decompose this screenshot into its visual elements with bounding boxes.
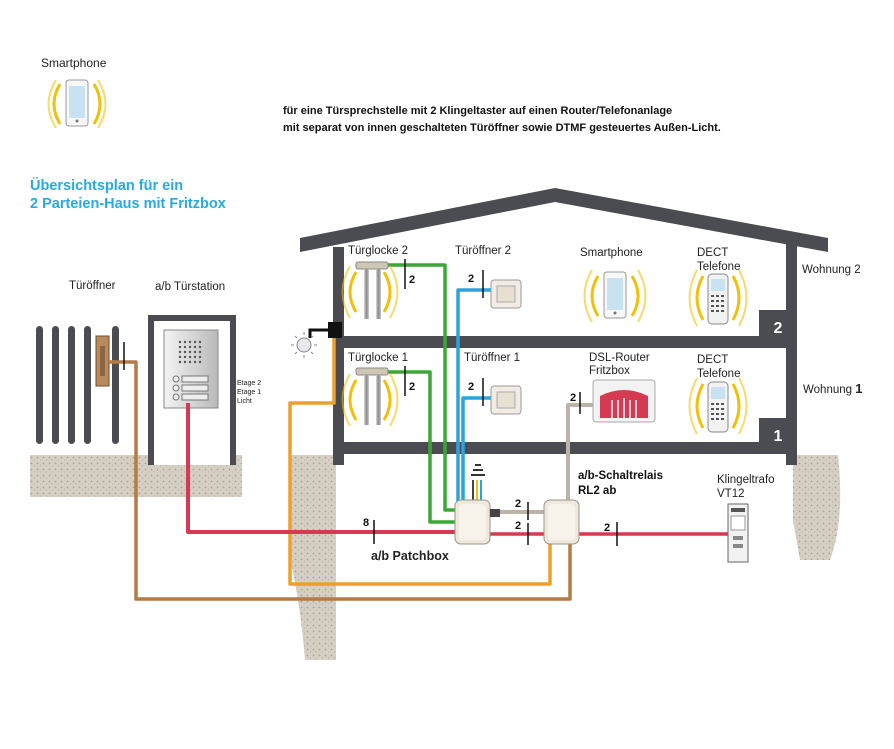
apartment-2-label: Wohnung 2 — [802, 264, 861, 276]
overview-title-line-1: Übersichtsplan für ein — [30, 177, 183, 194]
wiring — [109, 263, 728, 601]
wire-count-opener-2: 2 — [468, 273, 474, 285]
ground-house-left — [290, 455, 336, 660]
house — [300, 188, 828, 465]
wire-count-relay-bottom: 2 — [515, 520, 521, 532]
wire-count-main: 8 — [363, 517, 369, 529]
description-line-2: mit separat von innen geschalteten Türöf… — [283, 122, 721, 134]
router-label-line-1: DSL-Router — [589, 352, 650, 364]
wire-chime-1 — [388, 370, 458, 524]
header-smartphone-label: Smartphone — [41, 56, 107, 70]
door-station-label: a/b Türstation — [155, 281, 225, 293]
smartphone-floor-2-label: Smartphone — [580, 247, 643, 259]
description-line-1: für eine Türsprechstelle mit 2 Klingelta… — [283, 105, 672, 117]
transformer-label-line-1: Klingeltrafo — [717, 474, 775, 486]
header-smartphone-icon — [47, 79, 107, 129]
wire-door-opener — [109, 360, 572, 601]
transformer-icon — [727, 503, 749, 563]
wire-count-ticks — [123, 259, 618, 546]
wire-count-router: 2 — [570, 392, 576, 404]
dect-phone-1-icon — [688, 377, 748, 435]
chime-1-label: Türglocke 1 — [348, 352, 408, 364]
floor-1-number: 1 — [774, 428, 783, 445]
wire-count-chime-1: 2 — [409, 381, 415, 393]
bell-label-floor-2: Etage 2 — [237, 380, 261, 387]
chime-2-label: Türglocke 2 — [348, 245, 408, 257]
wire-door-station — [186, 403, 455, 534]
opener-switch-1-icon — [490, 385, 522, 415]
outside-light-icon — [291, 322, 342, 358]
wire-count-opener-1: 2 — [468, 381, 474, 393]
dect-phone-2-icon — [688, 269, 748, 327]
door-opener-icon — [95, 335, 110, 387]
opener-1-label: Türöffner 1 — [464, 352, 520, 364]
relay-label-line-1: a/b-Schaltrelais — [578, 470, 663, 482]
relay-icon — [543, 499, 580, 545]
bell-label-floor-1: Etage 1 — [237, 389, 261, 396]
relay-label-line-2: RL2 ab — [578, 485, 616, 497]
overview-title-line-2: 2 Parteien-Haus mit Fritzbox — [30, 196, 226, 212]
dect-1-label-line-2: Telefone — [697, 368, 740, 380]
dect-2-label-line-2: Telefone — [697, 261, 740, 273]
opener-2-label: Türöffner 2 — [455, 245, 511, 257]
dect-1-label-line-1: DECT — [697, 354, 728, 366]
fence — [36, 326, 119, 444]
chime-2-icon — [341, 261, 399, 319]
door-opener-label: Türöffner — [69, 280, 116, 292]
wire-light — [288, 338, 552, 586]
dect-2-label-line-1: DECT — [697, 247, 728, 259]
chime-1-icon — [341, 367, 399, 427]
ground-house-right — [793, 455, 841, 560]
door-station-icon — [148, 315, 236, 465]
patchbox-label: a/b Patchbox — [371, 549, 449, 563]
wire-count-relay-top: 2 — [515, 498, 521, 510]
patchbox-icon — [454, 464, 500, 545]
transformer-label-line-2: VT12 — [717, 488, 745, 500]
smartphone-floor-2-icon — [583, 269, 647, 323]
wire-count-chime-2: 2 — [409, 274, 415, 286]
opener-switch-2-icon — [490, 279, 522, 309]
wire-chime-2 — [388, 263, 458, 512]
wire-opener-2 — [456, 288, 492, 505]
wire-count-trafo: 2 — [604, 522, 610, 534]
router-icon — [592, 379, 656, 423]
bell-label-light: Licht — [237, 398, 252, 405]
router-label-line-2: Fritzbox — [589, 365, 630, 377]
floor-2-number: 2 — [774, 320, 783, 337]
apartment-1-label: Wohnung 1 — [803, 381, 862, 396]
